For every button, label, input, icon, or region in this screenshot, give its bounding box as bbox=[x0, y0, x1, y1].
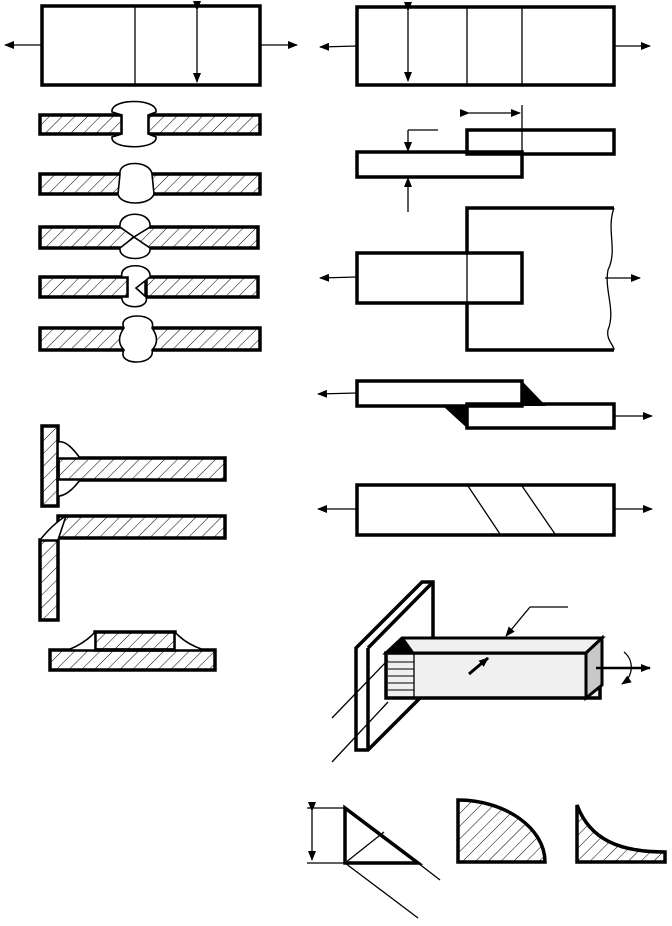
weld-section-3 bbox=[38, 213, 260, 260]
weld-section-5 bbox=[38, 315, 262, 363]
fillet-convex bbox=[456, 798, 547, 864]
butt-weld-sections bbox=[38, 100, 262, 363]
lap-joint-plan bbox=[319, 2, 651, 87]
t-joint-plate-on-base bbox=[48, 629, 217, 672]
t-joint-double-fillet bbox=[40, 424, 227, 508]
slot-joint bbox=[319, 206, 641, 352]
butt-joint-plan bbox=[4, 1, 298, 87]
weld-section-2 bbox=[38, 162, 262, 204]
oblique-butt-joint bbox=[317, 483, 653, 537]
weld-section-1 bbox=[38, 100, 262, 148]
cantilever-weld-3d bbox=[331, 580, 651, 763]
weld-section-4 bbox=[38, 265, 260, 308]
fillet-triangle bbox=[307, 802, 441, 919]
t-joint-corner bbox=[38, 514, 227, 622]
lap-fillet-joint bbox=[317, 379, 653, 430]
lap-joint-section bbox=[355, 105, 616, 212]
fillet-profiles bbox=[307, 798, 667, 919]
fillet-concave bbox=[575, 804, 667, 864]
